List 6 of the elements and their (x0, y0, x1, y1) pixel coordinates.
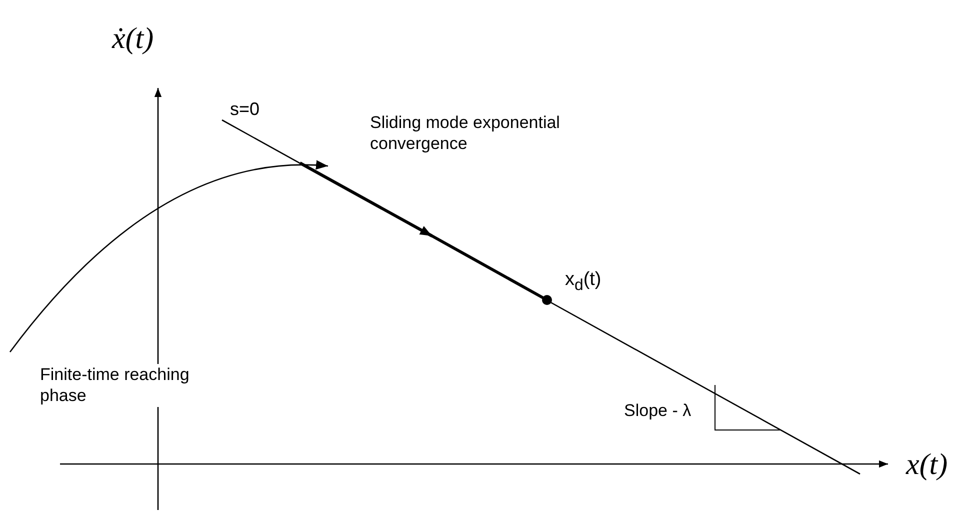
slope-label: Slope - λ (624, 400, 692, 422)
line-label: s=0 (230, 98, 260, 120)
axis-label: ẋ(t) (112, 21, 154, 57)
axis-label: x(t) (906, 447, 948, 483)
region-label: Sliding mode exponential convergence (370, 112, 561, 154)
point-label: x$_{d}$(t) (565, 268, 602, 296)
